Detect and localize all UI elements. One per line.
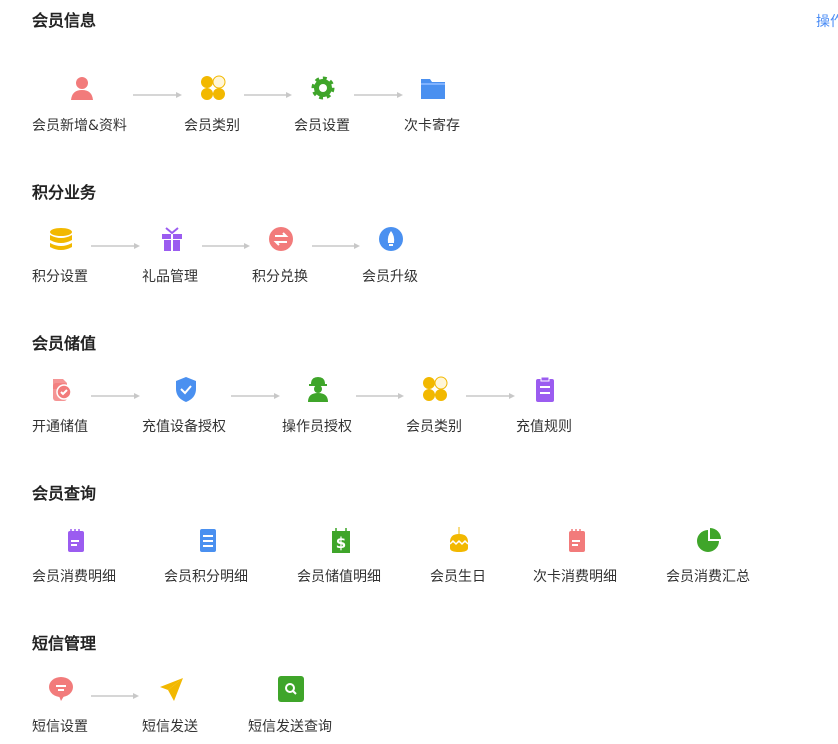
notepad-purple-icon[interactable]: [62, 526, 90, 554]
module-link[interactable]: 操作员授权: [282, 419, 352, 435]
module-link[interactable]: 会员设置: [294, 118, 350, 134]
module-link[interactable]: 短信发送查询: [248, 719, 332, 735]
module-link[interactable]: 会员新增&资料: [32, 118, 127, 134]
section-title: 短信管理: [32, 634, 97, 653]
flow-arrow-icon: [202, 235, 250, 249]
flow-arrow-icon: [91, 685, 139, 699]
folder-icon[interactable]: [419, 74, 447, 102]
module-link[interactable]: 礼品管理: [142, 269, 198, 285]
flow-arrow-icon: [244, 84, 292, 98]
module-link[interactable]: 短信发送: [142, 719, 198, 735]
module-link[interactable]: 积分设置: [32, 269, 88, 285]
section-title: 会员信息: [32, 11, 97, 30]
svg-text:$: $: [336, 534, 346, 552]
gear-icon[interactable]: [309, 74, 337, 102]
module-link[interactable]: 会员积分明细: [164, 569, 248, 585]
gift-icon[interactable]: [158, 225, 186, 253]
section-title: 会员储值: [32, 334, 97, 353]
dollar-note-icon[interactable]: $: [327, 526, 355, 554]
coins-icon[interactable]: [47, 225, 75, 253]
module-link[interactable]: 充值设备授权: [142, 419, 226, 435]
flow-arrow-icon: [231, 385, 280, 399]
exchange-icon[interactable]: [267, 225, 295, 253]
module-link[interactable]: 开通储值: [32, 419, 88, 435]
section-title: 积分业务: [32, 183, 97, 202]
rocket-icon[interactable]: [377, 225, 405, 253]
notepad-red-icon[interactable]: [563, 526, 591, 554]
flow-arrow-icon: [356, 385, 404, 399]
flow-arrow-icon: [133, 84, 182, 98]
module-link[interactable]: 会员消费明细: [32, 569, 116, 585]
shield-check-icon[interactable]: [172, 375, 200, 403]
module-link[interactable]: 会员类别: [406, 419, 462, 435]
module-link[interactable]: 次卡寄存: [404, 118, 460, 134]
cake-icon[interactable]: [445, 526, 473, 554]
card-check-icon[interactable]: [47, 375, 75, 403]
pie-chart-icon[interactable]: [695, 526, 723, 554]
module-link[interactable]: 积分兑换: [252, 269, 308, 285]
module-link[interactable]: 会员升级: [362, 269, 418, 285]
search-icon[interactable]: [277, 675, 305, 703]
flow-arrow-icon: [312, 235, 360, 249]
clipboard-icon[interactable]: [531, 375, 559, 403]
module-link[interactable]: 会员消费汇总: [666, 569, 750, 585]
paper-plane-icon[interactable]: [157, 675, 185, 703]
flow-arrow-icon: [91, 385, 140, 399]
flow-arrow-icon: [466, 385, 515, 399]
module-link[interactable]: 次卡消费明细: [533, 569, 617, 585]
help-link[interactable]: 操作: [816, 14, 838, 30]
flow-arrow-icon: [91, 235, 140, 249]
module-link[interactable]: 会员类别: [184, 118, 240, 134]
clover-icon[interactable]: [421, 375, 449, 403]
module-link[interactable]: 会员储值明细: [297, 569, 381, 585]
document-icon[interactable]: [194, 526, 222, 554]
user-icon[interactable]: [68, 74, 96, 102]
clover-icon[interactable]: [199, 74, 227, 102]
module-link[interactable]: 短信设置: [32, 719, 88, 735]
operator-icon[interactable]: [304, 375, 332, 403]
section-title: 会员查询: [32, 484, 97, 503]
module-link[interactable]: 充值规则: [516, 419, 572, 435]
flow-arrow-icon: [354, 84, 403, 98]
chat-bubble-icon[interactable]: [47, 675, 75, 703]
module-link[interactable]: 会员生日: [430, 569, 486, 585]
